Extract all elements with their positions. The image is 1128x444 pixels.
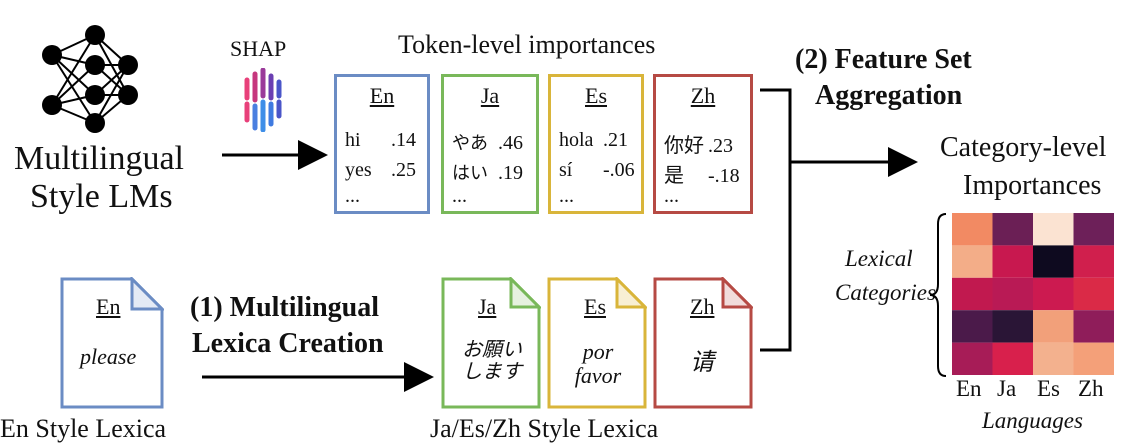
token-box-es: Es hola .21 sí -.06 ... [548, 74, 644, 214]
models-title-line2: Style LMs [30, 178, 173, 215]
step1-line2: Lexica Creation [192, 328, 384, 359]
token-box-en: En hi .14 yes .25 ... [334, 74, 430, 214]
heatmap-cell [1073, 310, 1114, 343]
token-score: .14 [391, 129, 416, 151]
ja-doc-word: お願い します [462, 337, 522, 383]
token-score: .25 [391, 159, 416, 181]
models-title-line1: Multilingual [14, 140, 184, 177]
zh-doc-icon [653, 277, 753, 409]
en-doc-icon [60, 277, 164, 409]
token-score: .46 [498, 132, 523, 154]
heatmap-cell [992, 310, 1033, 343]
token-word: hola [559, 129, 594, 151]
heatmap-cell [1033, 342, 1074, 375]
token-word: やあ [452, 133, 488, 154]
en-doc-word: please [80, 344, 137, 369]
token-box-zh: Zh 你好.23 是 -.18 ... [653, 74, 753, 214]
step2-line1: (2) Feature Set [795, 44, 972, 75]
category-brace [929, 213, 947, 377]
token-box-lang: En [369, 83, 395, 108]
row-label-line1: Lexical [845, 246, 913, 271]
heatmap-cell [992, 342, 1033, 375]
token-box-lang: Es [585, 83, 607, 108]
token-more: ... [559, 185, 574, 207]
token-box-lang: Ja [480, 83, 500, 108]
token-level-title: Token-level importances [398, 30, 656, 59]
zh-doc-lang: Zh [690, 294, 715, 319]
heatmap-cell [1033, 310, 1074, 343]
heatmap-cell [952, 245, 993, 278]
heatmap-cell [952, 213, 993, 246]
token-box-ja: Ja やあ .46 はい .19 ... [441, 74, 539, 214]
token-more: ... [452, 185, 467, 207]
token-score: .23 [708, 135, 733, 157]
heatmap-cell [992, 277, 1033, 311]
x-title: Languages [982, 408, 1083, 433]
neural-network-icon [42, 25, 138, 133]
token-more: ... [664, 185, 679, 207]
heatmap-cell [1033, 245, 1074, 278]
category-title-line1: Category-level [940, 132, 1107, 163]
token-word: sí [559, 159, 573, 181]
bracket-line [760, 88, 792, 352]
token-word: 你好 [664, 133, 704, 157]
token-score: -.18 [708, 165, 740, 187]
x-label-en: En [956, 376, 982, 401]
shap-logo-icon [244, 68, 282, 132]
es-doc-lang: Es [584, 294, 606, 319]
token-score: .19 [498, 162, 523, 184]
token-box-lang: Zh [690, 83, 716, 108]
ja-doc-icon [441, 277, 541, 409]
heatmap-cell [1073, 213, 1114, 246]
token-word: yes [345, 159, 372, 181]
token-word: はい [452, 163, 488, 184]
step1-line1: (1) Multilingual [190, 292, 380, 323]
token-score: .21 [603, 129, 628, 151]
heatmap-cell [1073, 277, 1114, 311]
row-label-line2: Categories [835, 280, 936, 305]
en-doc-lang: En [96, 294, 121, 319]
token-more: ... [345, 185, 360, 207]
category-heatmap [952, 213, 1114, 375]
docs-caption: Ja/Es/Zh Style Lexica [430, 414, 659, 443]
x-label-es: Es [1037, 376, 1060, 401]
en-doc-caption: En Style Lexica [0, 414, 167, 443]
category-title-line2: Importances [963, 170, 1102, 201]
token-word: 是 [664, 163, 684, 187]
step2-line2: Aggregation [815, 80, 963, 111]
shap-label: SHAP [230, 36, 287, 61]
heatmap-cell [1033, 277, 1074, 311]
zh-doc-word: 请 [690, 348, 714, 376]
heatmap-cell [952, 310, 993, 343]
x-label-zh: Zh [1078, 376, 1104, 401]
token-word: hi [345, 129, 361, 151]
heatmap-cell [952, 342, 993, 375]
heatmap-cell [992, 213, 1033, 246]
es-doc-icon [547, 277, 647, 409]
es-doc-word: por favor [574, 339, 622, 388]
token-score: -.06 [603, 159, 635, 181]
ja-doc-lang: Ja [478, 294, 497, 319]
heatmap-cell [1033, 213, 1074, 246]
heatmap-cell [952, 277, 993, 311]
heatmap-cell [1073, 245, 1114, 278]
x-label-ja: Ja [997, 376, 1017, 401]
heatmap-cell [992, 245, 1033, 278]
heatmap-cell [1073, 342, 1114, 375]
